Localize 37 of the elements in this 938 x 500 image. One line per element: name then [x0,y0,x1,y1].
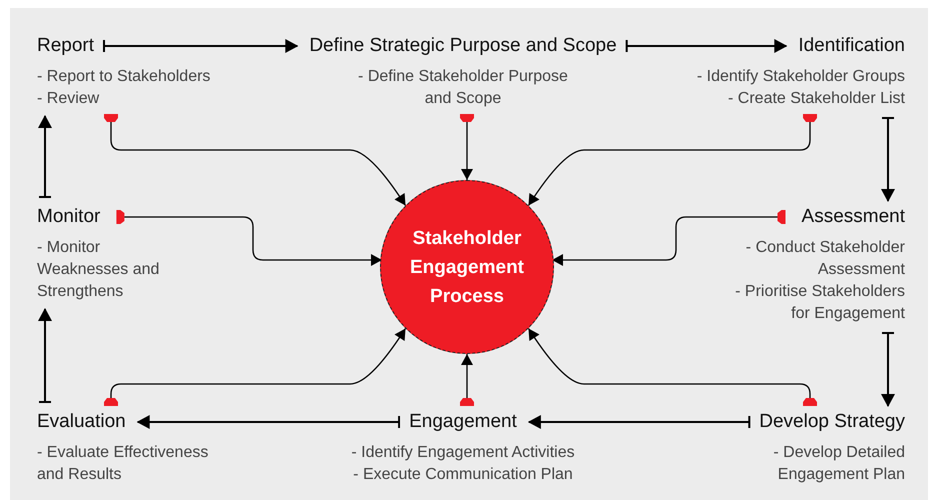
arrow [103,39,298,53]
step-description: - Define Stakeholder Purpose and Scope [357,67,569,109]
step-description: - Evaluate Effectiveness and Results [37,443,210,485]
arrow [38,308,52,403]
arrow [136,415,400,429]
step-description: - Conduct Stakeholder Assessment [744,238,905,280]
arrow [881,332,895,407]
arrow [528,122,811,206]
step-description: - Execute Communication Plan [353,465,573,485]
arrow [626,39,788,53]
step-description: - Identify Stakeholder Groups [696,67,905,87]
arrow [110,328,406,398]
step-heading: Develop Strategy [759,410,905,434]
step-description: - Monitor Weaknesses and Strengthens [37,238,160,302]
step-description: - Prioritise Stakeholders for Engagement [734,282,905,324]
step-heading: Assessment [802,205,905,229]
arrow [124,216,382,266]
step-heading: Evaluation [37,410,126,434]
step-description: - Report to Stakeholders [37,67,210,87]
step-description: - Review [37,89,100,109]
arrow [461,354,473,398]
arrow [552,216,778,266]
step-description: - Create Stakeholder List [728,89,905,109]
step-heading: Define Strategic Purpose and Scope [309,34,617,58]
arrow [110,122,406,206]
process-label: Stakeholder Engagement Process [408,226,526,308]
arrow [881,117,895,202]
step-heading: Identification [798,34,905,58]
step-heading: Engagement [409,410,517,434]
step-description: - Identify Engagement Activities [351,443,575,463]
arrow [38,115,52,198]
arrow [528,328,811,398]
step-heading: Report [37,34,94,58]
step-heading: Monitor [37,205,100,229]
step-description: - Develop Detailed Engagement Plan [772,443,905,485]
arrow [528,415,750,429]
arrow [461,122,473,180]
